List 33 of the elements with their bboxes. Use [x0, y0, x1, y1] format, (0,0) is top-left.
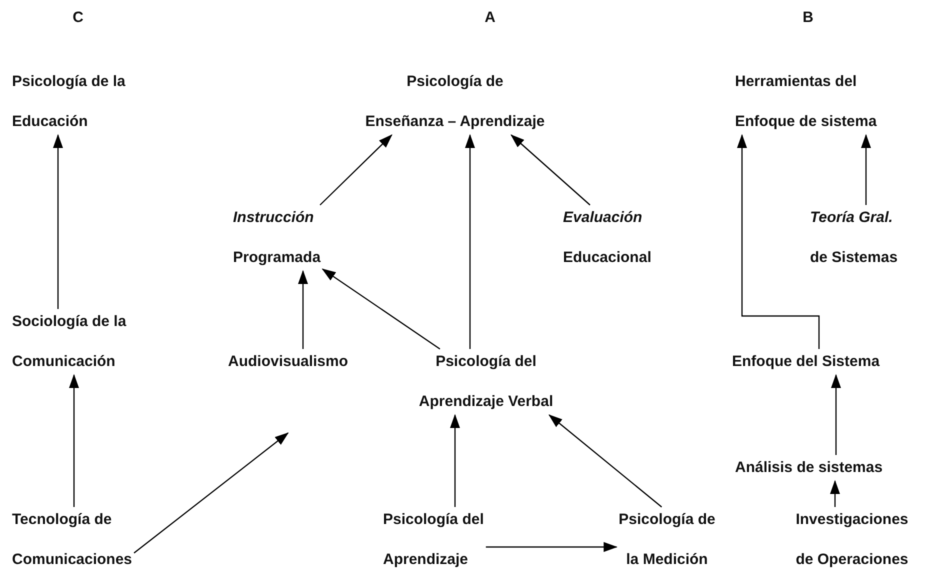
concept-label: Sociología de la Comunicación	[12, 311, 126, 373]
concept-label: Psicología del Aprendizaje Verbal	[418, 351, 554, 413]
concept-label: Audiovisualismo	[228, 351, 348, 373]
concept-label: Psicología de Enseñanza – Aprendizaje	[365, 71, 545, 133]
concept-label: Enfoque del Sistema	[732, 351, 880, 373]
concept-label: Análisis de sistemas	[735, 457, 883, 479]
arrow	[298, 270, 308, 349]
concept-label: Teoría Gral. de Sistemas	[810, 207, 898, 269]
arrow	[320, 134, 392, 206]
arrow	[830, 480, 840, 507]
concept-label: Instrucción Programada	[233, 207, 321, 269]
concept-label: Evaluación Educacional	[563, 207, 652, 269]
arrow	[465, 134, 475, 349]
concept-label: Psicología del Aprendizaje	[383, 509, 484, 571]
concept-label: Herramientas del Enfoque de sistema	[735, 71, 877, 133]
arrow	[737, 134, 820, 349]
arrow	[510, 134, 590, 206]
column-letter: C	[72, 8, 84, 28]
column-letter: B	[802, 8, 814, 28]
arrow	[322, 268, 440, 350]
arrow	[831, 374, 841, 455]
arrow	[486, 542, 618, 552]
arrow	[450, 414, 460, 507]
column-letter: A	[484, 8, 496, 28]
concept-label: Psicología de la Educación	[12, 71, 126, 133]
arrow	[548, 414, 662, 508]
arrow	[53, 134, 63, 309]
arrow	[69, 374, 79, 507]
concept-label: Tecnología de Comunicaciones	[12, 509, 132, 571]
arrow	[134, 432, 289, 554]
arrow	[861, 134, 871, 205]
concept-label: Psicología de la Medición	[618, 509, 716, 571]
concept-label: Investigaciones de Operaciones	[796, 509, 908, 571]
